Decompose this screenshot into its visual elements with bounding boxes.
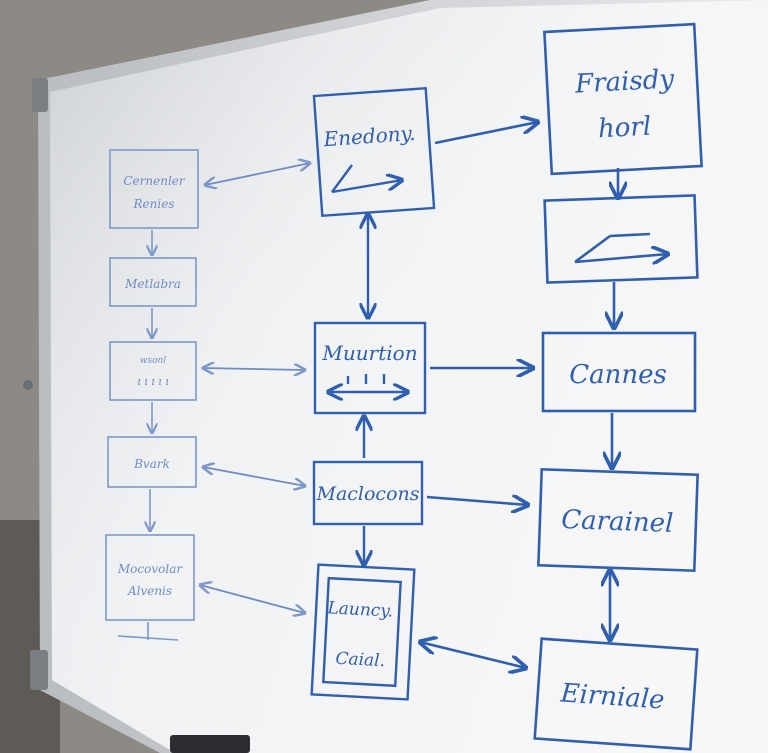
left-box-3-line-1: wsonl [140, 356, 167, 366]
frame-corner-top [32, 78, 48, 112]
left-box-3 [109, 341, 197, 401]
middle-box-1 [312, 86, 436, 218]
left-box-1-line-1: Cernenler [123, 174, 186, 188]
right-box-5-label: Eirniale [559, 678, 666, 715]
left-box-4 [107, 436, 197, 488]
right-box-3 [541, 331, 697, 413]
right-box-4-label: Carainel [561, 505, 674, 539]
right-box-3-label: Cannes [569, 360, 667, 390]
middle-box-2-label: Muurtion [321, 341, 417, 365]
middle-box-1-sketch [331, 180, 402, 194]
left-box-2 [109, 257, 197, 307]
right-box-1-line-1: Fraisdy [573, 64, 675, 99]
right-box-4 [537, 467, 699, 573]
right-column-text: Fraisdy horl Cannes Carainel Eirniale [559, 64, 675, 715]
left-box-5 [105, 534, 195, 621]
left-box-3-line-2: ı ı ı ı ı [137, 375, 169, 388]
right-box-1-line-2: horl [597, 112, 652, 145]
left-box-2-line-1: Metlabra [124, 277, 181, 291]
right-box-5 [533, 637, 699, 751]
right-column [533, 22, 703, 751]
right-box-1 [543, 22, 703, 176]
left-box-1 [109, 149, 199, 229]
marker-on-tray [170, 735, 250, 753]
left-column [105, 149, 199, 641]
middle-box-3 [312, 460, 424, 526]
frame-corner-bottom [30, 650, 48, 690]
middle-box-4-line-2: Caial. [335, 649, 386, 672]
middle-box-4-line-1: Launcy. [326, 598, 394, 621]
middle-box-3-label: Maclocons [315, 483, 419, 505]
left-box-5-line-1: Mocovolar [117, 562, 183, 576]
middle-column [310, 86, 436, 701]
board-knob [23, 380, 33, 390]
left-middle-connectors [200, 163, 310, 613]
middle-box-2 [313, 321, 427, 415]
left-box-4-line-1: Bvark [133, 457, 170, 471]
middle-box-4-inner [322, 576, 402, 688]
middle-right-connectors [420, 122, 538, 668]
left-box-5-line-2: Alvenis [127, 584, 172, 598]
left-box-1-line-2: Renies [133, 197, 175, 211]
middle-box-4 [310, 563, 416, 701]
left-column-text: Cernenler Renies Metlabra wsonl ı ı ı ı … [117, 174, 186, 598]
middle-column-text: Enedony. Muurtion Maclocons Launcy. Caia… [315, 121, 419, 671]
